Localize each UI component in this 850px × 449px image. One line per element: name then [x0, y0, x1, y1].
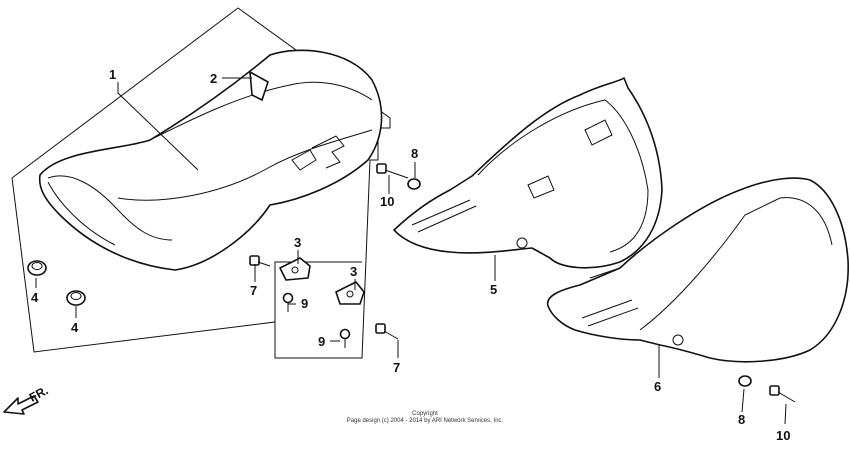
washer-8-upper-icon — [407, 178, 421, 190]
callout-bolt-7-lower: 7 — [393, 360, 400, 375]
callout-bolt-7-upper: 7 — [250, 283, 257, 298]
washer-8-lower-icon — [738, 375, 752, 387]
callout-bracket-right: 3 — [350, 264, 357, 279]
callout-left-side-cover: 5 — [490, 282, 497, 297]
callout-bolt-10-upper: 10 — [380, 194, 394, 209]
callout-bracket-left: 3 — [294, 235, 301, 250]
callout-seat-tab: 2 — [210, 71, 217, 86]
leader-lines — [35, 77, 787, 425]
callout-grommet-upper: 4 — [31, 290, 39, 305]
callout-screw-9-lower: 9 — [318, 334, 325, 349]
grommet-lower-icon — [66, 290, 86, 306]
callout-washer-8-upper: 8 — [411, 146, 418, 161]
callout-bolt-10-lower: 10 — [776, 428, 790, 443]
front-direction-arrow-icon: FR. — [3, 383, 50, 415]
seat-cr-emblem-icon — [291, 135, 345, 171]
copyright-line-2: Page design (c) 2004 - 2014 by ARI Netwo… — [346, 418, 504, 424]
callout-washer-8-lower: 8 — [738, 412, 745, 427]
callout-screw-9-upper: 9 — [301, 296, 308, 311]
bolt-7-lower-icon — [375, 323, 399, 340]
bolt-10-upper-icon — [376, 163, 409, 179]
bolt-7-upper-icon — [249, 255, 271, 267]
seat-bracket-left-icon — [279, 257, 311, 281]
copyright-line-1: Copyright — [412, 411, 438, 417]
grommet-upper-icon — [27, 260, 47, 276]
screw-9-lower-icon — [339, 328, 351, 348]
bolt-10-lower-icon — [769, 385, 796, 403]
seat-bracket-right-icon — [335, 281, 365, 305]
left-side-cover[interactable] — [393, 77, 663, 269]
seat-tab — [249, 71, 269, 101]
bracket-subframe — [274, 261, 362, 322]
callout-right-side-cover: 6 — [654, 379, 661, 394]
copyright-notice: Copyright Page design (c) 2004 - 2014 by… — [300, 411, 550, 425]
callout-grommet-lower: 4 — [71, 320, 79, 335]
screw-9-upper-icon — [282, 292, 294, 312]
right-side-cover[interactable] — [546, 177, 849, 363]
seat[interactable] — [38, 49, 383, 271]
callout-seat: 1 — [109, 67, 116, 82]
